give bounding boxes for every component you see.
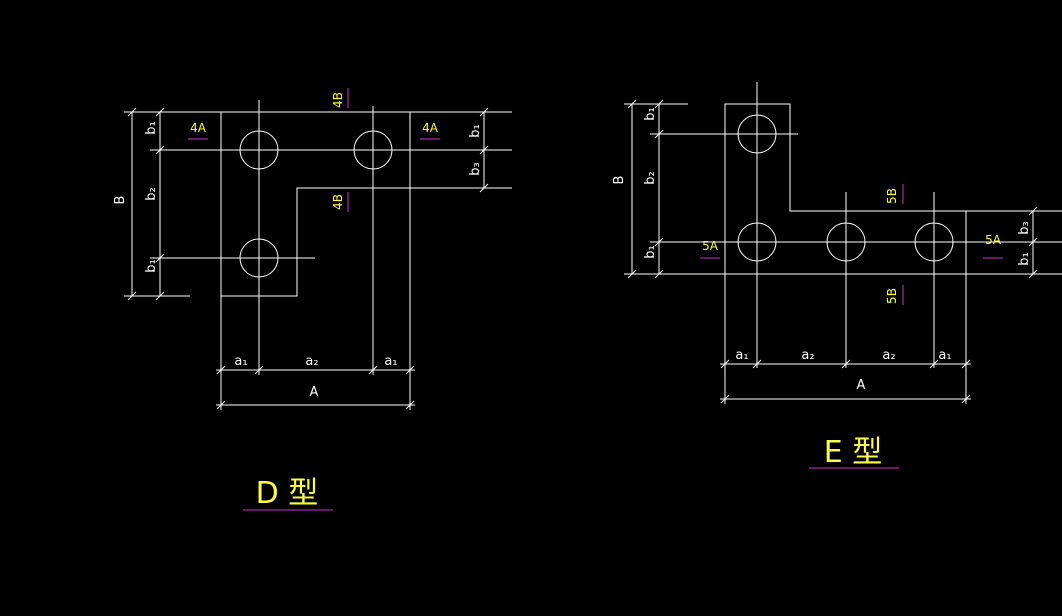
- d-plate-outline: [220, 111, 411, 297]
- e-type-title: E 型: [824, 435, 883, 470]
- d-ticks: [479, 107, 489, 193]
- d-section-4A-left: 4A: [190, 121, 207, 135]
- d-section-4B-bottom: 4B: [331, 194, 345, 210]
- d-dim-a1-right: a₁: [384, 354, 397, 369]
- d-type-drawing: B b₁ b₂ b₁ b₁ b₃ a₁ a₂ a₁ A 4A 4A 4B 4B …: [113, 88, 512, 511]
- d-dim-b1-right: b₁: [468, 124, 483, 137]
- e-section-5A-left: 5A: [702, 239, 719, 253]
- e-ticks: [720, 359, 971, 404]
- d-section-4B-top: 4B: [331, 92, 345, 108]
- e-dim-a2-first: a₂: [801, 348, 814, 363]
- e-dim-A: A: [857, 378, 866, 393]
- e-ticks: [627, 99, 664, 279]
- d-dim-b1-top: b₁: [144, 121, 159, 134]
- e-dim-b1-right: b₁: [1017, 252, 1032, 265]
- e-dim-b2: b₂: [643, 171, 658, 184]
- d-dim-A: A: [310, 385, 319, 400]
- e-type-drawing: B b₁ b₂ b₁ b₃ b₁ a₁ a₂ a₂ a₁ A 5A 5A 5B …: [612, 82, 1062, 470]
- e-dim-a2-second: a₂: [882, 348, 895, 363]
- d-dim-b1-bottom: b₁: [144, 259, 159, 272]
- d-dim-a2: a₂: [305, 354, 318, 369]
- e-ticks: [1028, 206, 1038, 279]
- e-section-5B-bottom: 5B: [885, 288, 899, 304]
- d-dim-B: B: [113, 196, 128, 205]
- d-dim-b2: b₂: [144, 187, 159, 200]
- d-ticks: [127, 107, 165, 301]
- e-dim-b1-top: b₁: [643, 107, 658, 120]
- e-section-5B-top: 5B: [885, 188, 899, 204]
- d-type-title: D 型: [256, 476, 319, 511]
- e-dim-b1-bottom: b₁: [643, 245, 658, 258]
- e-dim-B: B: [612, 176, 627, 185]
- e-dim-a1-left: a₁: [735, 348, 748, 363]
- d-dim-b3-right: b₃: [468, 162, 483, 175]
- e-dim-b3-right: b₃: [1017, 221, 1032, 234]
- e-dim-a1-right: a₁: [938, 348, 951, 363]
- e-section-5A-right: 5A: [985, 233, 1002, 247]
- d-dim-a1-left: a₁: [234, 354, 247, 369]
- d-section-4A-right: 4A: [422, 121, 439, 135]
